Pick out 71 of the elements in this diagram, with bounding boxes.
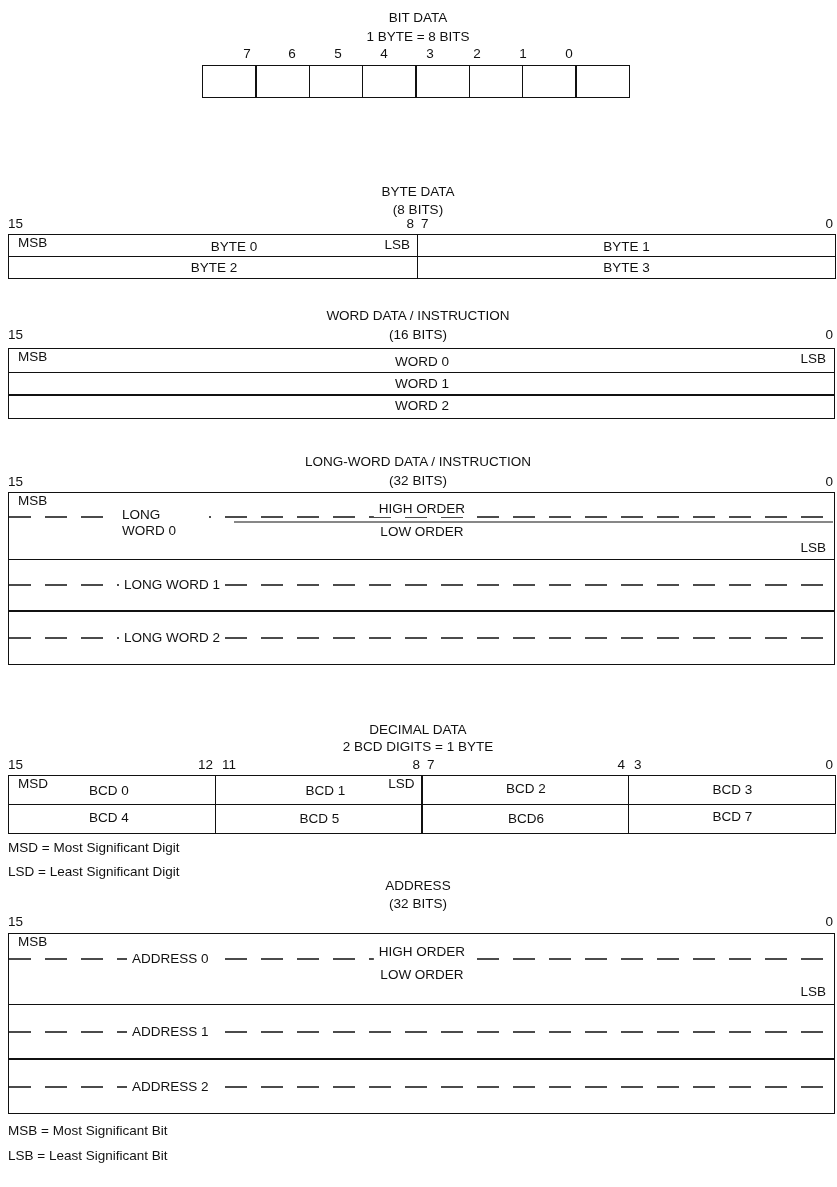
bit-cell [202,65,257,98]
bit-number: 5 [334,46,342,62]
bit-number: 1 [519,46,527,62]
bit-number: 6 [288,46,296,62]
memory-cell [627,775,836,805]
bit-cell [521,65,577,98]
section-subheading: 2 BCD DIGITS = 1 BYTE [342,739,494,755]
bit-number: 15 [8,914,24,930]
bit-number: 7 [243,46,251,62]
bit-number: 4 [380,46,388,62]
bit-number: 8 [406,216,414,232]
bit-number: 11 [222,757,236,773]
memory-cell [8,933,835,1005]
bit-number: 0 [565,46,573,62]
memory-cell [8,1058,835,1114]
section-heading: ADDRESS [385,878,451,894]
bit-cell [255,65,311,98]
memory-cell [8,775,216,805]
bit-cell [308,65,364,98]
bit-number: 15 [8,216,24,232]
memory-cell [8,348,835,373]
memory-cell [421,775,629,805]
note: MSB = Most Significant Bit [8,1123,168,1139]
section-heading: DECIMAL DATA [369,722,467,738]
bit-number: 0 [825,327,833,343]
memory-cell [627,803,836,834]
section-heading: LONG-WORD DATA / INSTRUCTION [305,454,531,470]
bit-number: 12 [197,757,213,773]
bit-number: 0 [825,757,833,773]
bit-number: 8 [412,757,420,773]
memory-cell [214,775,423,805]
note: LSB = Least Significant Bit [8,1148,168,1164]
note: MSD = Most Significant Digit [8,840,180,856]
section-heading: BYTE DATA [381,184,455,200]
section-subheading: (16 BITS) [389,327,447,343]
memory-cell [8,610,835,665]
memory-cell [416,234,836,257]
section-heading: BIT DATA [388,10,448,26]
bit-number: 4 [617,757,625,773]
bit-cell [361,65,417,98]
memory-cell [8,394,835,419]
note: LSD = Least Significant Digit [8,864,180,880]
memory-cell [8,234,418,257]
bit-number: 0 [825,914,833,930]
bit-number: 15 [8,474,24,490]
bit-cell [575,65,630,98]
bit-number: 7 [421,216,429,232]
bit-cell [415,65,470,98]
memory-cell [416,255,836,279]
bit-cell [468,65,524,98]
section-subheading: (32 BITS) [389,473,447,489]
section-subheading: (32 BITS) [389,896,447,912]
memory-cell [8,255,418,279]
section-heading: WORD DATA / INSTRUCTION [326,308,510,324]
bit-number: 15 [8,327,24,343]
bit-number: 0 [825,474,833,490]
bit-number: 0 [825,216,833,232]
memory-cell [8,1003,835,1060]
memory-cell [8,803,216,834]
memory-cell [8,371,835,396]
bit-number: 3 [634,757,642,773]
memory-cell [8,492,835,560]
section-subheading: (8 BITS) [392,202,444,218]
memory-cell [214,803,423,834]
bit-number: 7 [427,757,435,773]
bit-number: 2 [473,46,481,62]
memory-cell [421,803,629,834]
bit-number: 15 [8,757,24,773]
section-subheading: 1 BYTE = 8 BITS [366,29,470,45]
memory-cell [8,558,835,612]
bit-number: 3 [426,46,434,62]
